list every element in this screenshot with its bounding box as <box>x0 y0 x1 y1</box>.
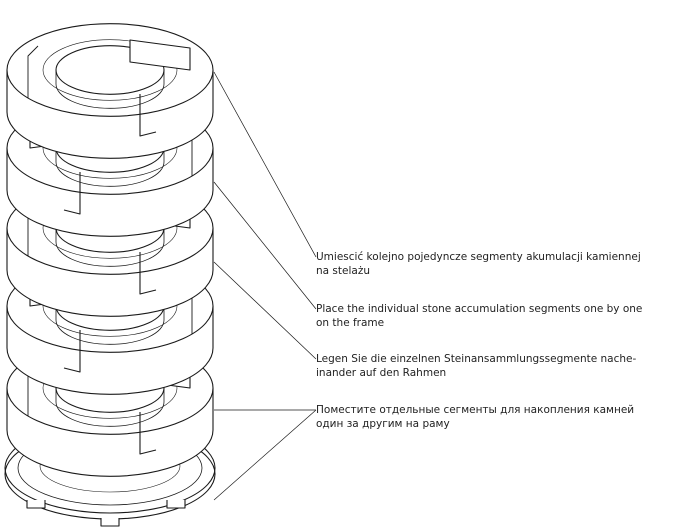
segment-joint-rear <box>27 45 39 98</box>
caption-polish: Umiescić kolejno pojedyncze segmenty aku… <box>316 250 672 278</box>
leader-line <box>213 181 317 310</box>
assembly-drawing <box>4 23 317 527</box>
leader-line <box>213 409 317 501</box>
caption-polish-line-1: Umiescić kolejno pojedyncze segmenty aku… <box>316 251 641 263</box>
caption-german-line-2: inander auf den Rahmen <box>316 367 447 379</box>
segment-inner-bore <box>55 70 165 109</box>
segment-lip <box>129 39 191 71</box>
segment-joint <box>63 330 81 373</box>
caption-polish-line-2: na stelażu <box>316 265 370 277</box>
segment-joint <box>139 412 157 455</box>
segment-joint <box>139 94 157 137</box>
segment-inner-bore <box>55 306 165 345</box>
base-foot <box>166 500 186 509</box>
caption-russian-line-1: Поместите отдельные сегменты для накопле… <box>316 404 635 416</box>
segment-inner-bore <box>55 228 165 267</box>
caption-russian: Поместите отдельные сегменты для накопле… <box>316 403 672 431</box>
segment-inner-bore <box>55 388 165 427</box>
leader-line <box>213 261 317 360</box>
segment-groove <box>42 39 178 101</box>
base-foot <box>100 518 120 527</box>
base-foot <box>26 500 46 509</box>
caption-english: Place the individual stone accumulation … <box>316 302 672 330</box>
caption-german-line-1: Legen Sie die einzelnen Steinansammlungs… <box>316 353 637 365</box>
caption-german: Legen Sie die einzelnen Steinansammlungs… <box>316 352 672 380</box>
segment-joint <box>139 252 157 295</box>
caption-russian-line-2: один за другим на раму <box>316 418 450 430</box>
leader-line <box>213 71 317 258</box>
caption-english-line-2: on the frame <box>316 317 385 329</box>
caption-english-line-1: Place the individual stone accumulation … <box>316 303 643 315</box>
segment-inner-bore <box>55 148 165 187</box>
segment-joint <box>63 172 81 215</box>
